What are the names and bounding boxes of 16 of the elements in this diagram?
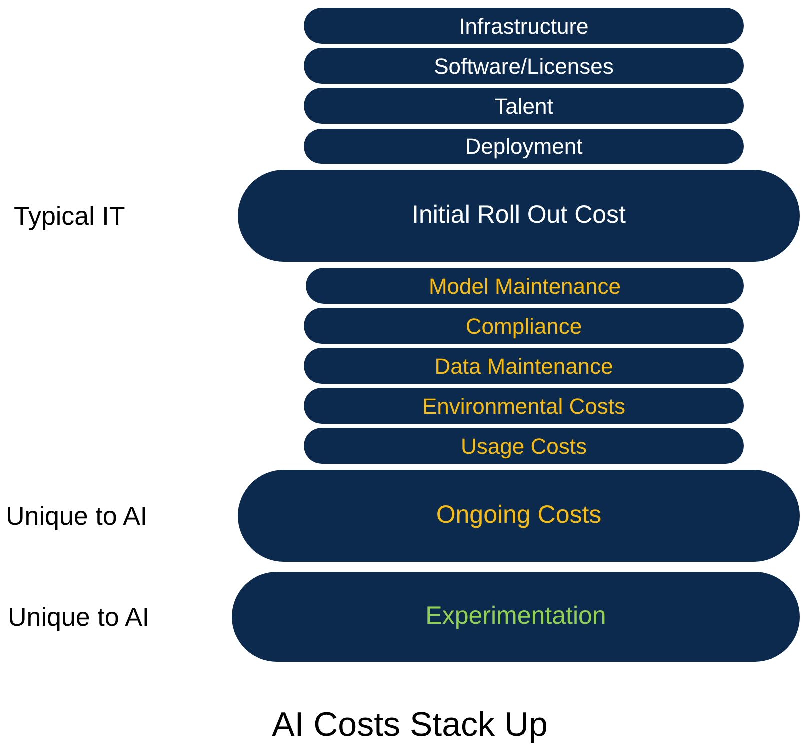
cost-item-pill: Model Maintenance <box>306 268 744 304</box>
cost-item-pill: Infrastructure <box>304 8 744 44</box>
cost-item-pill: Data Maintenance <box>304 348 744 384</box>
cost-category-pill: Experimentation <box>232 572 800 662</box>
cost-category-pill: Ongoing Costs <box>238 470 800 562</box>
cost-item-pill: Usage Costs <box>304 428 744 464</box>
cost-item-pill: Deployment <box>304 129 744 164</box>
side-label: Unique to AI <box>6 500 148 532</box>
cost-item-pill: Environmental Costs <box>304 388 744 424</box>
cost-item-pill: Talent <box>304 88 744 124</box>
cost-item-pill: Software/Licenses <box>304 48 744 84</box>
cost-item-pill: Compliance <box>304 308 744 344</box>
caption: AI Costs Stack Up <box>271 705 549 744</box>
side-label: Unique to AI <box>8 600 150 634</box>
side-label: Typical IT <box>14 200 126 232</box>
cost-category-pill: Initial Roll Out Cost <box>238 170 800 262</box>
